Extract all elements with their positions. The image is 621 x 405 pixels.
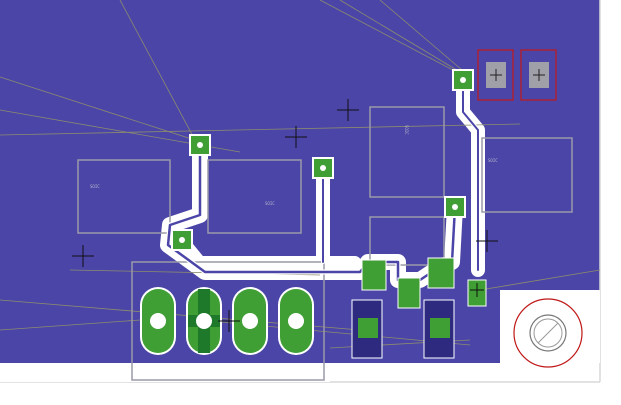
pad-left[interactable]	[171, 229, 193, 251]
pad-c-net[interactable]	[452, 69, 474, 91]
crosshair-markers	[72, 99, 498, 332]
ic-labels: SOIC SOIC SOIC SOIC	[90, 125, 498, 206]
pad-ic4[interactable]	[444, 196, 466, 218]
capacitor-c1[interactable]	[477, 49, 514, 101]
crosshair-icon	[476, 230, 498, 252]
crosshair-icon	[337, 99, 359, 121]
j1-pin-4[interactable]	[278, 287, 314, 355]
pad-ic1[interactable]	[189, 134, 211, 156]
ic-outline-ic2	[207, 159, 302, 234]
crosshair-icon	[285, 126, 307, 148]
bottom-keepout	[0, 363, 330, 382]
ic3-package-text: SOIC	[404, 125, 409, 135]
crosshair-icon	[72, 245, 94, 267]
through-hole-pads[interactable]	[171, 69, 474, 251]
ic-outline-ic3	[369, 106, 445, 198]
ic4-package-text: SOIC	[488, 158, 498, 163]
connector-outline-j1	[131, 261, 325, 381]
j1-pin-2[interactable]	[186, 287, 222, 355]
connector-j1-pins[interactable]	[140, 287, 314, 355]
regulator-outline	[369, 216, 445, 266]
ic-outline-ic1	[77, 159, 171, 234]
j1-pin-1[interactable]	[140, 287, 176, 355]
crosshair-icon	[470, 283, 484, 297]
component-outlines	[77, 106, 573, 381]
ic1-package-text: SOIC	[90, 184, 100, 189]
capacitor-c2[interactable]	[520, 49, 557, 101]
j1-pin-3[interactable]	[232, 287, 268, 355]
ic-outline-ic4	[481, 137, 573, 213]
ic2-package-text: SOIC	[265, 201, 275, 206]
mounting-hole-h1[interactable]	[513, 298, 583, 368]
regulator-smd-pads[interactable]	[351, 257, 487, 359]
crosshair-icon	[218, 310, 240, 332]
pad-ic2[interactable]	[312, 157, 334, 179]
